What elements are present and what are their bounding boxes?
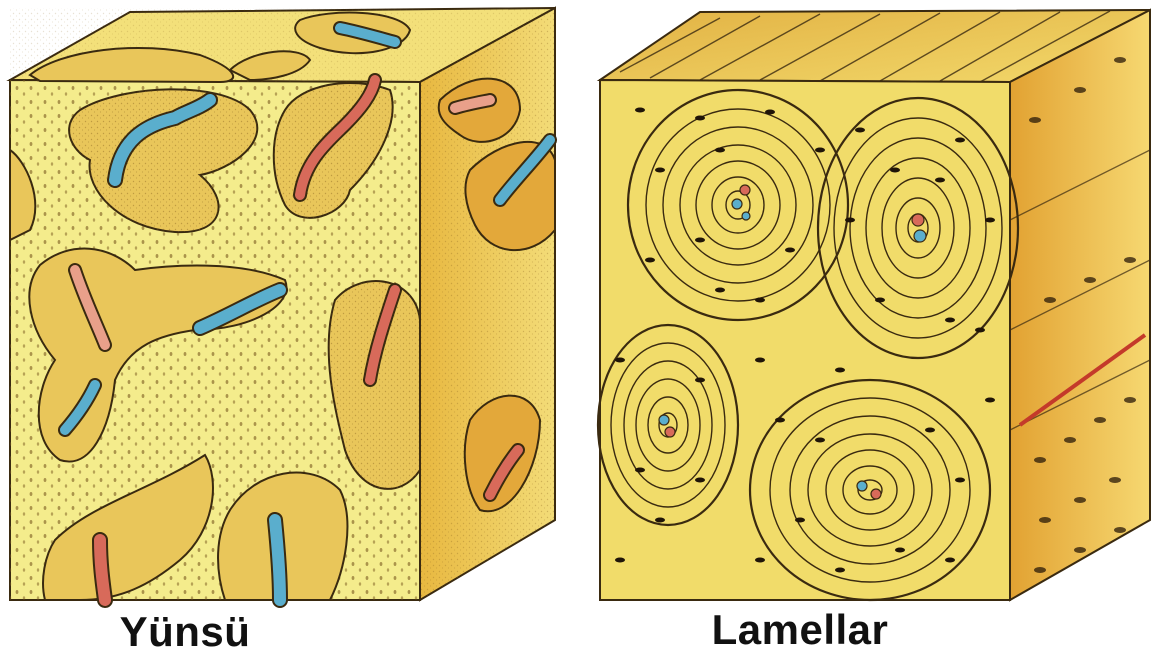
spongy-bone-block	[10, 8, 555, 600]
spongy-bone-label: Yünsü	[60, 608, 310, 656]
lamellar-bone-label: Lamellar	[650, 606, 950, 654]
lamellar-side-face	[1010, 10, 1150, 600]
lamellar-bone-block	[598, 10, 1150, 600]
